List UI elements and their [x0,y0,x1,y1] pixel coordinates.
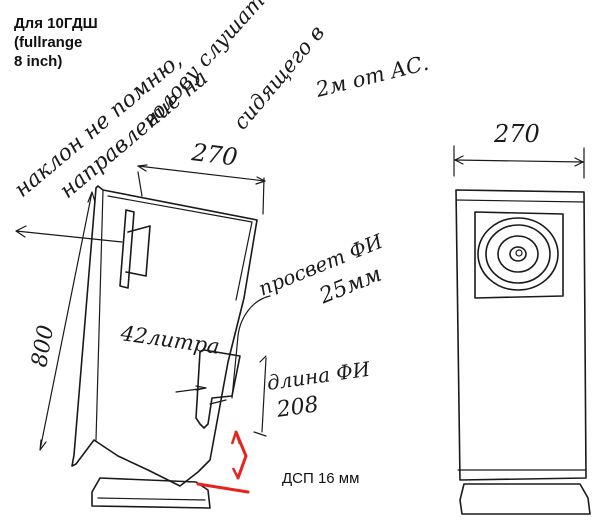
side-width-label: 270 [189,138,239,171]
front-width-label: 270 [493,120,540,148]
height-label: 800 [27,323,59,369]
driver-surround [485,224,551,284]
cabinet-inner-lines [95,189,253,441]
side-view: 270 800 42литра просвет ФИ 25мм длина ФИ… [15,138,387,509]
driver-frame [119,209,135,289]
board-thickness-arrows [230,431,244,479]
port-length-dimension [253,355,267,437]
tilt-note-line-5: 2м от АС. [312,51,431,102]
driver-center [515,249,523,257]
port-thickness-marker [175,385,207,393]
side-width-arrows [137,164,266,185]
cabinet-outline [71,185,258,487]
front-width-arrows [454,155,584,167]
title-line-2: (fullrange [14,34,83,51]
driver-baffle-square [474,211,564,299]
driver-cone [125,225,151,277]
side-stand [91,477,211,509]
title-block: Для 10ГДШ (fullrange 8 inch) [14,14,98,71]
port-gap-note: просвет ФИ 25мм [255,229,387,310]
port-length-note: длина ФИ 208 [265,357,372,423]
front-stand [459,483,591,515]
front-width-dimension [453,145,585,179]
volume-label: 42литра [118,321,221,359]
title-line-3: 8 inch) [14,53,63,70]
front-cabinet [455,189,587,481]
front-view: 270 [453,120,591,515]
side-width-dimension-line [137,165,266,215]
front-cabinet-edges [455,199,587,471]
board-thickness-label: ДСП 16 мм [282,470,360,487]
height-dimension-line [39,191,96,451]
bass-reflex-port [195,349,241,429]
port-length-line-1: длина ФИ [265,357,372,395]
driver-cone-ring [497,235,539,273]
side-stand-line [97,497,206,501]
board-bottom-line [196,482,250,494]
port-gap-leader [231,295,271,399]
tilt-note-4: 2м от АС. [312,51,431,102]
port-lip [209,399,227,405]
listener-direction-arrow [15,225,123,243]
driver-dust-cap [509,246,527,262]
title-line-1: Для 10ГДШ [14,15,98,32]
driver-outer-ring [477,217,559,291]
port-length-line-2: 208 [274,392,320,423]
